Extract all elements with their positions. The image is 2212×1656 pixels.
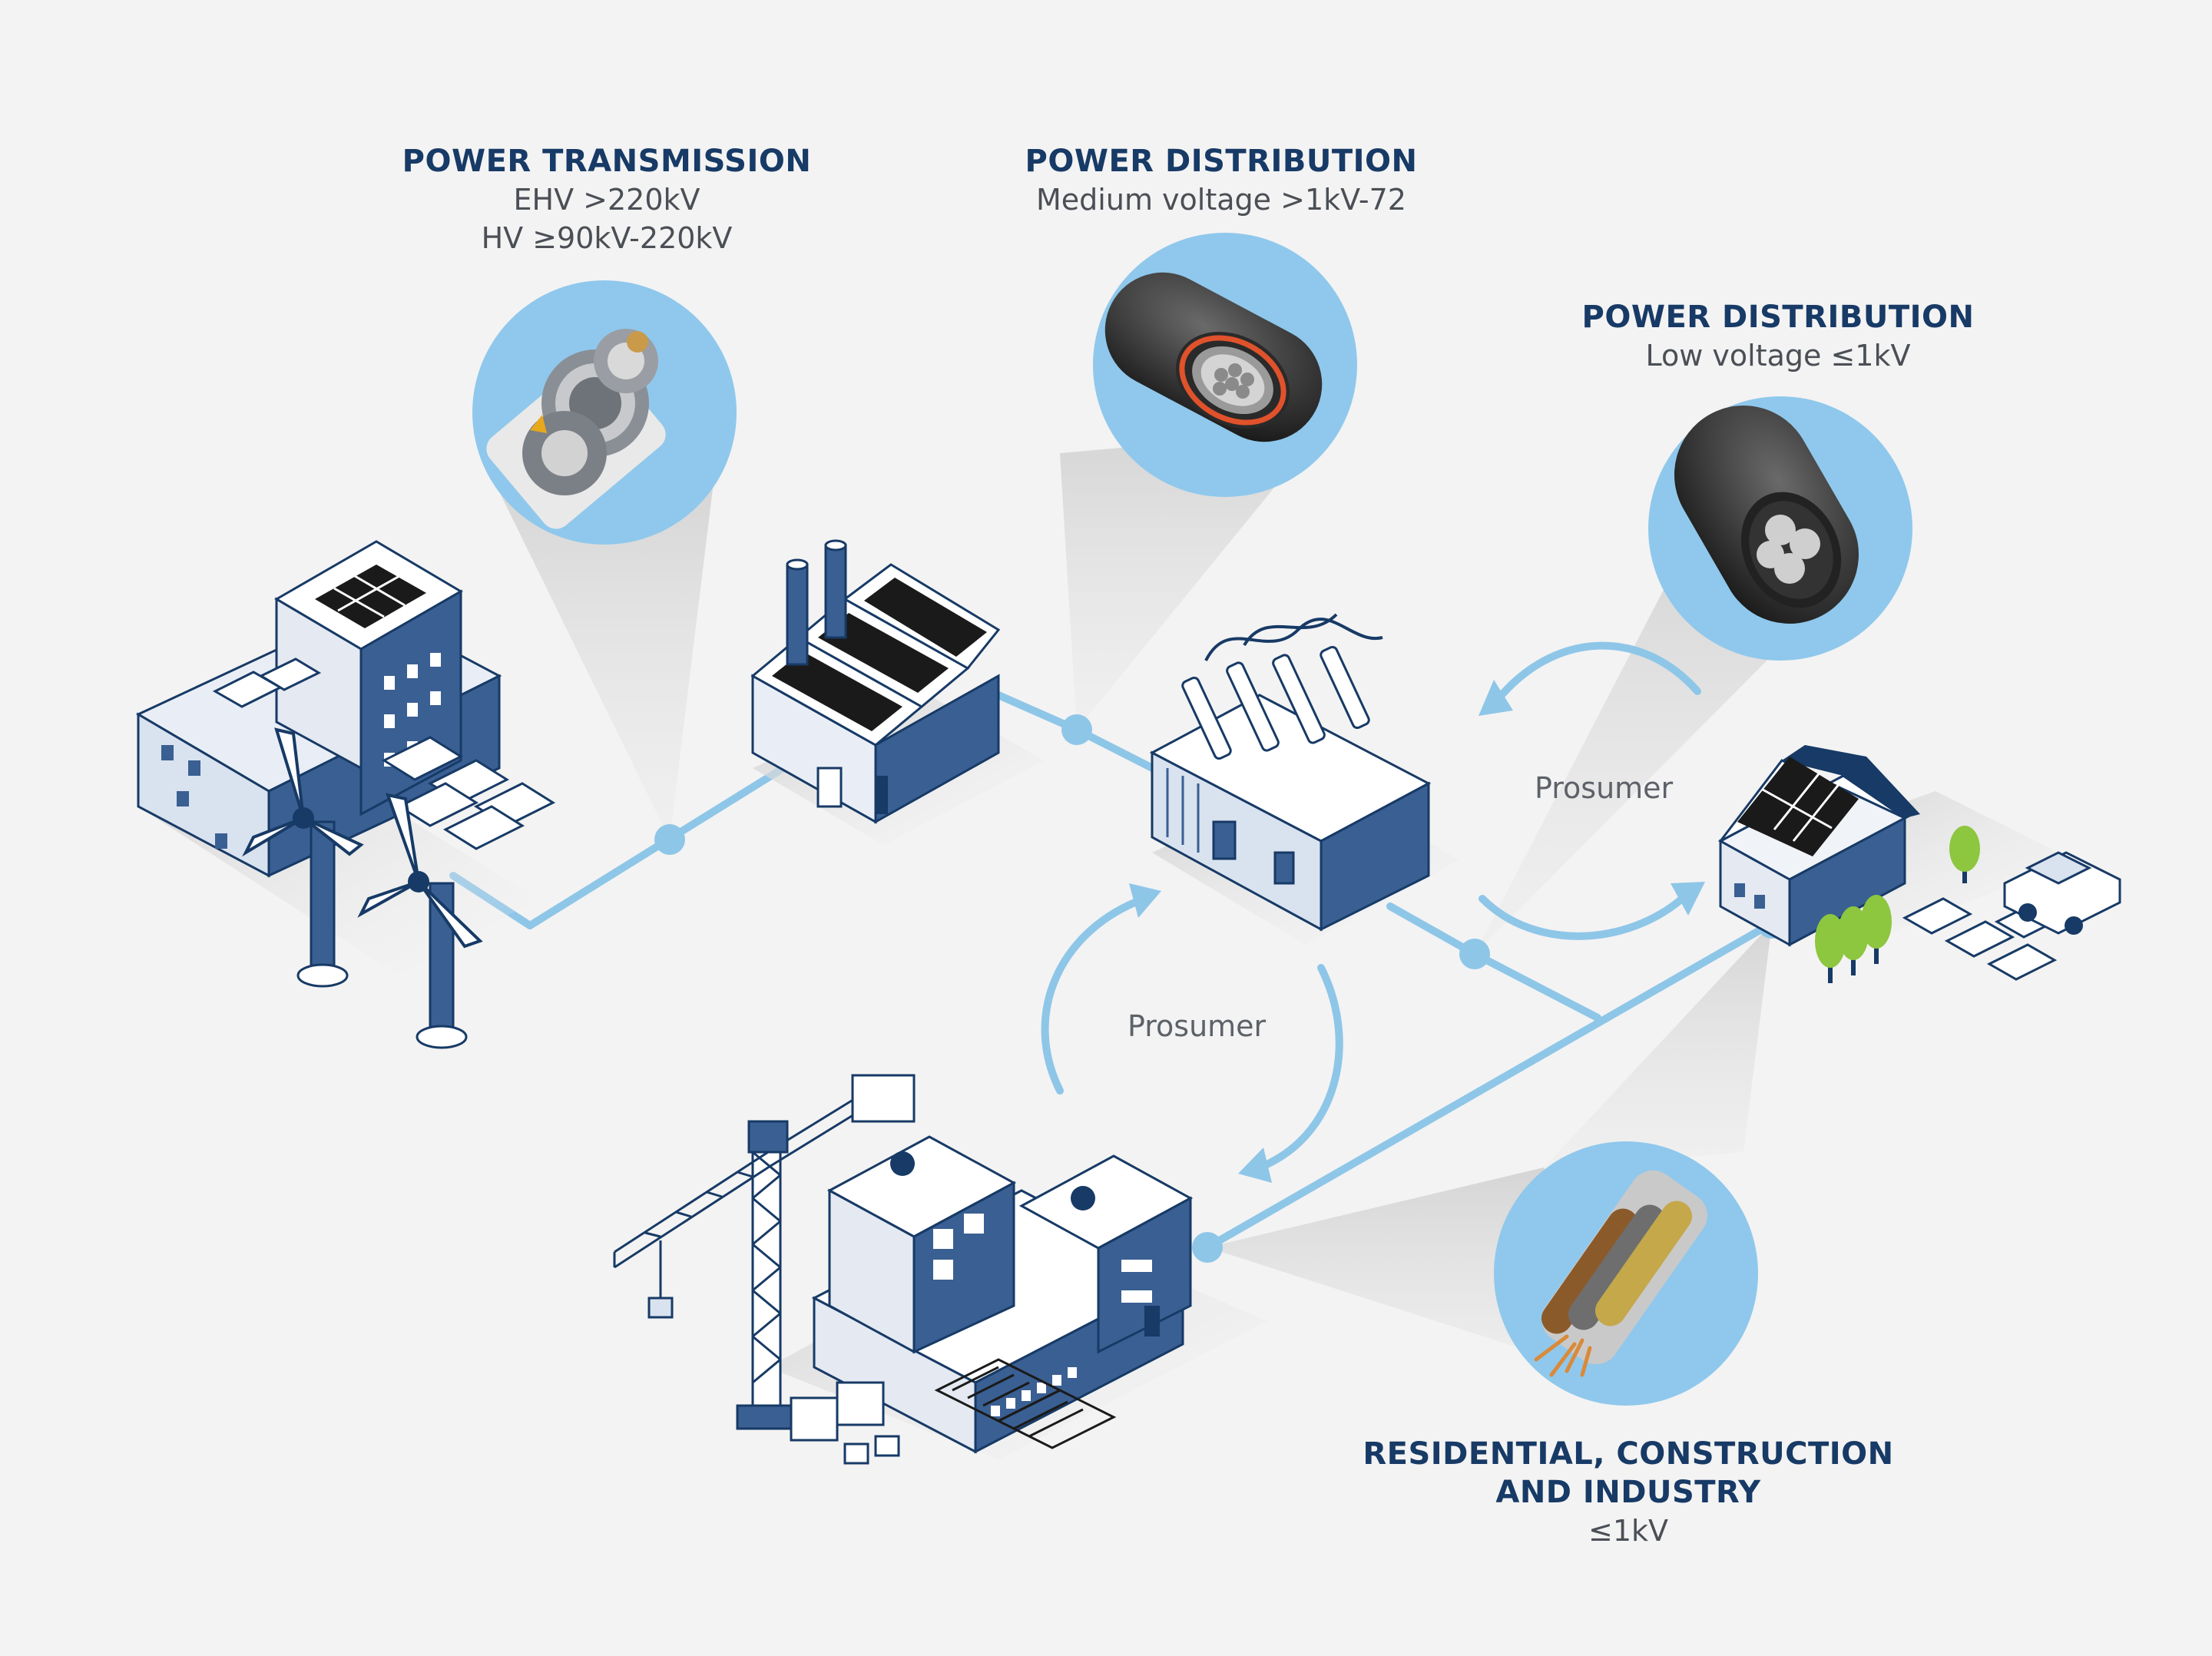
label-medium-title: POWER DISTRIBUTION [1025, 144, 1418, 179]
label-residential-title-1: RESIDENTIAL, CONSTRUCTION [1363, 1436, 1894, 1472]
label-low-title: POWER DISTRIBUTION [1581, 300, 1975, 335]
cable-circle-residential [1494, 1141, 1758, 1406]
prosumer-arrows [1041, 641, 1705, 1183]
power-plant [135, 540, 556, 1049]
label-transmission-hv: HV ≥90kV-220kV [481, 221, 733, 255]
car-icon [2003, 851, 2121, 935]
arrowhead-top [1479, 680, 1513, 716]
construction-crane-icon [613, 1074, 916, 1465]
cable-circle-low [1648, 396, 1912, 661]
cable-cross-section-icon [1104, 272, 1323, 442]
label-residential-title-2: AND INDUSTRY [1495, 1475, 1761, 1510]
solar-panel-icon [1737, 757, 1859, 856]
solar-panel-icon [212, 657, 556, 850]
label-transmission-title: POWER TRANSMISSION [402, 144, 812, 179]
node-construction [1192, 1232, 1223, 1263]
prosumer-label-top: Prosumer [1535, 771, 1674, 805]
cable-circle-medium [1093, 233, 1357, 497]
wind-turbine-icon [357, 793, 483, 1049]
arrow-lower-right [1256, 964, 1343, 1171]
arrowhead-upper-left [1129, 883, 1161, 918]
beam-medium [1060, 430, 1321, 730]
arrow-bottom [1479, 895, 1686, 940]
label-power-distribution-medium: POWER DISTRIBUTION Medium voltage >1kV-7… [991, 142, 1452, 219]
line-house-to-construction [1204, 919, 1776, 1251]
label-power-transmission: POWER TRANSMISSION EHV >220kV HV ≥90kV-2… [384, 142, 830, 257]
solar-panel-icon [772, 578, 987, 731]
arrow-upper-left [1041, 895, 1148, 1095]
cable-cross-section-icon [486, 329, 666, 529]
tree-icon [1815, 826, 1980, 983]
beam-residential-top [1544, 923, 1772, 1167]
cable-cross-section-icon [1534, 1170, 1707, 1377]
prosumer-label-center: Prosumer [1128, 1009, 1267, 1043]
arrow-top [1498, 641, 1701, 699]
label-medium-voltage: Medium voltage >1kV-72 [1036, 183, 1406, 217]
label-residential-voltage: ≤1kV [1588, 1514, 1669, 1548]
node-low [1459, 939, 1490, 969]
house-icon [1717, 745, 2121, 983]
beam-transmission [499, 476, 714, 840]
label-power-distribution-low: POWER DISTRIBUTION Low voltage ≤1kV [1551, 298, 2005, 375]
label-low-voltage: Low voltage ≤1kV [1645, 339, 1911, 373]
cable-circle-transmission [472, 280, 737, 545]
label-transmission-ehv: EHV >220kV [513, 183, 700, 217]
solar-panel-icon [315, 565, 426, 628]
arrowhead-bottom [1671, 882, 1705, 916]
node-transmission [654, 824, 685, 855]
wind-turbine-icon [242, 727, 364, 988]
arrowhead-lower-right [1238, 1148, 1272, 1183]
label-residential-construction-industry: RESIDENTIAL, CONSTRUCTION AND INDUSTRY ≤… [1321, 1435, 1936, 1550]
factory-icon [750, 539, 1045, 845]
transformer-substation-icon [1149, 613, 1459, 945]
cable-cross-section-icon [1674, 406, 1859, 624]
node-medium [1061, 714, 1092, 745]
office-building-icon [768, 1135, 1267, 1459]
